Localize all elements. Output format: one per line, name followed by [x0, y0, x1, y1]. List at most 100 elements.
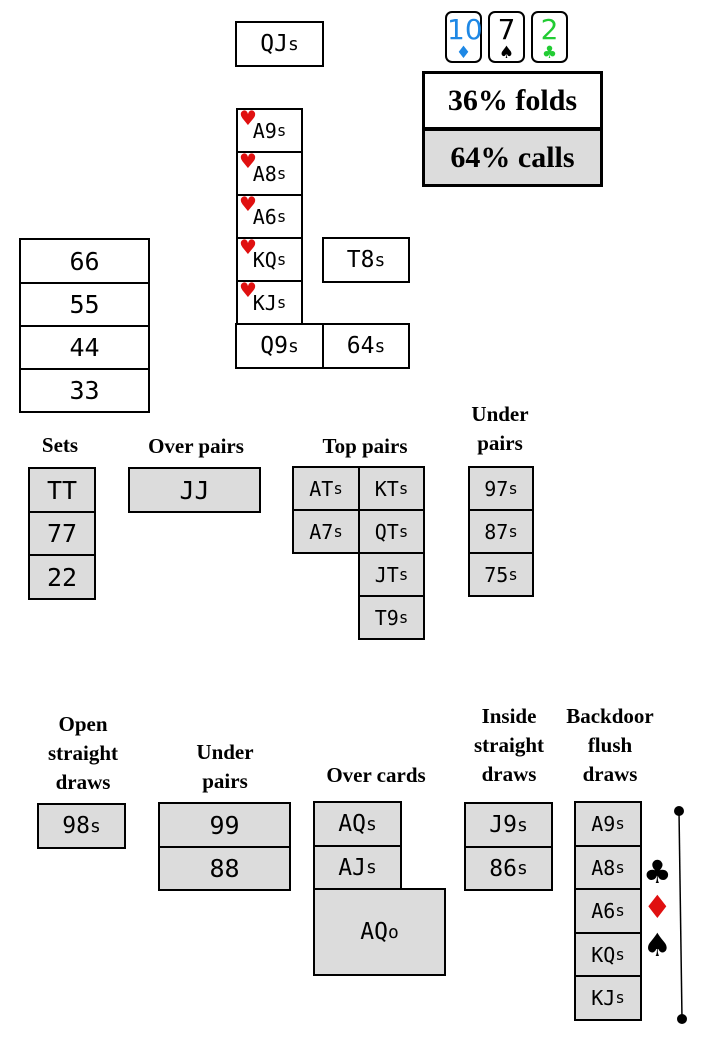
label-line: Open	[58, 712, 108, 736]
hand-suffix: s	[615, 989, 625, 1007]
hand-suffix: s	[516, 814, 528, 836]
hand-suffix: o	[387, 921, 399, 943]
category-label-open-straight-draws: Open straight draws	[28, 710, 138, 797]
hand-label: J9	[489, 812, 517, 838]
hand-cell-77: 77	[28, 511, 96, 556]
hand-suffix: s	[508, 479, 518, 498]
hand-label: 86	[489, 855, 517, 882]
hand-label: AQ	[338, 811, 366, 837]
club-icon: ♣	[541, 43, 558, 63]
card-rank: 10	[447, 13, 483, 46]
hand-label: 75	[484, 562, 509, 587]
hand-label: AQ	[360, 919, 388, 945]
card-rank: 2	[540, 13, 559, 46]
diamond-icon: ♦	[455, 43, 472, 63]
card-rank: 7	[497, 13, 516, 46]
category-label-over-pairs: Over pairs	[148, 434, 244, 458]
hand-label: 97	[484, 476, 509, 501]
hand-suffix: s	[365, 857, 377, 878]
heart-icon: ♥	[239, 192, 257, 216]
category-label-inside-straight-draws: Inside straight draws	[459, 702, 559, 789]
hand-label: 64	[346, 333, 375, 359]
category-label-backdoor-flush-draws: Backdoor flush draws	[553, 702, 667, 789]
hand-suffix: s	[398, 522, 409, 541]
hand-label: A8	[252, 161, 277, 186]
category-label-sets: Sets	[41, 433, 79, 457]
hand-suffix: s	[276, 293, 287, 312]
hand-label: A7	[309, 519, 334, 544]
hand-label: A8	[591, 855, 616, 880]
folds-percentage: 36% folds	[422, 71, 603, 130]
label-line: Inside	[481, 704, 537, 728]
label-line: Backdoor	[566, 704, 654, 728]
label-line: straight	[48, 741, 118, 765]
label-line: Under	[471, 402, 529, 426]
heart-icon: ♥	[239, 106, 257, 130]
hand-suffix: s	[374, 335, 386, 357]
hand-label: KQ	[252, 247, 277, 272]
hand-cell-55: 55	[19, 282, 150, 327]
label-line: pairs	[202, 769, 248, 793]
hand-label: T8	[346, 247, 375, 273]
hand-suffix: s	[615, 815, 625, 833]
hand-label: KT	[374, 476, 399, 501]
hand-suffix: s	[398, 565, 409, 584]
hand-suffix: s	[276, 250, 287, 269]
board-card-seven-spades: 7 ♠	[488, 11, 525, 63]
hand-suffix: s	[398, 608, 409, 627]
hand-suffix: s	[89, 815, 101, 837]
hand-suffix: s	[287, 33, 299, 55]
hand-label: A6	[252, 204, 277, 229]
hand-cell-44: 44	[19, 325, 150, 370]
hand-label: T9	[374, 605, 399, 630]
label-line: draws	[481, 762, 537, 786]
board-card-ten-diamonds: 10 ♦	[445, 11, 483, 63]
hand-suffix: s	[276, 164, 287, 183]
label-line: straight	[474, 733, 544, 757]
hand-label: A9	[591, 812, 616, 836]
hand-suffix: s	[276, 121, 287, 140]
hand-cell-66: 66	[19, 238, 150, 284]
hand-label: QJ	[260, 31, 288, 57]
hand-label: JT	[374, 562, 399, 587]
hand-cell-jj: JJ	[128, 467, 261, 513]
hand-label: Q9	[260, 333, 288, 359]
diamond-icon: ♦	[643, 888, 672, 926]
hand-label: A6	[591, 899, 616, 923]
category-label-over-cards: Over cards	[326, 763, 426, 787]
spade-icon: ♠	[498, 43, 515, 63]
calls-percentage: 64% calls	[422, 128, 603, 187]
hand-label: QT	[374, 519, 399, 544]
hand-suffix: s	[365, 813, 377, 835]
hand-suffix: s	[508, 565, 518, 584]
heart-icon: ♥	[239, 235, 257, 259]
hand-suffix: s	[333, 479, 343, 498]
bracket-dot-bottom	[677, 1014, 687, 1024]
hand-suffix: s	[333, 522, 343, 541]
hand-suffix: s	[276, 207, 287, 226]
hand-label: KJ	[252, 290, 277, 315]
label-line: flush	[587, 733, 633, 757]
category-label-under-pairs-bottom: Under pairs	[180, 738, 270, 796]
board-card-two-clubs: 2 ♣	[531, 11, 568, 63]
hand-cell-tt: TT	[28, 467, 96, 513]
